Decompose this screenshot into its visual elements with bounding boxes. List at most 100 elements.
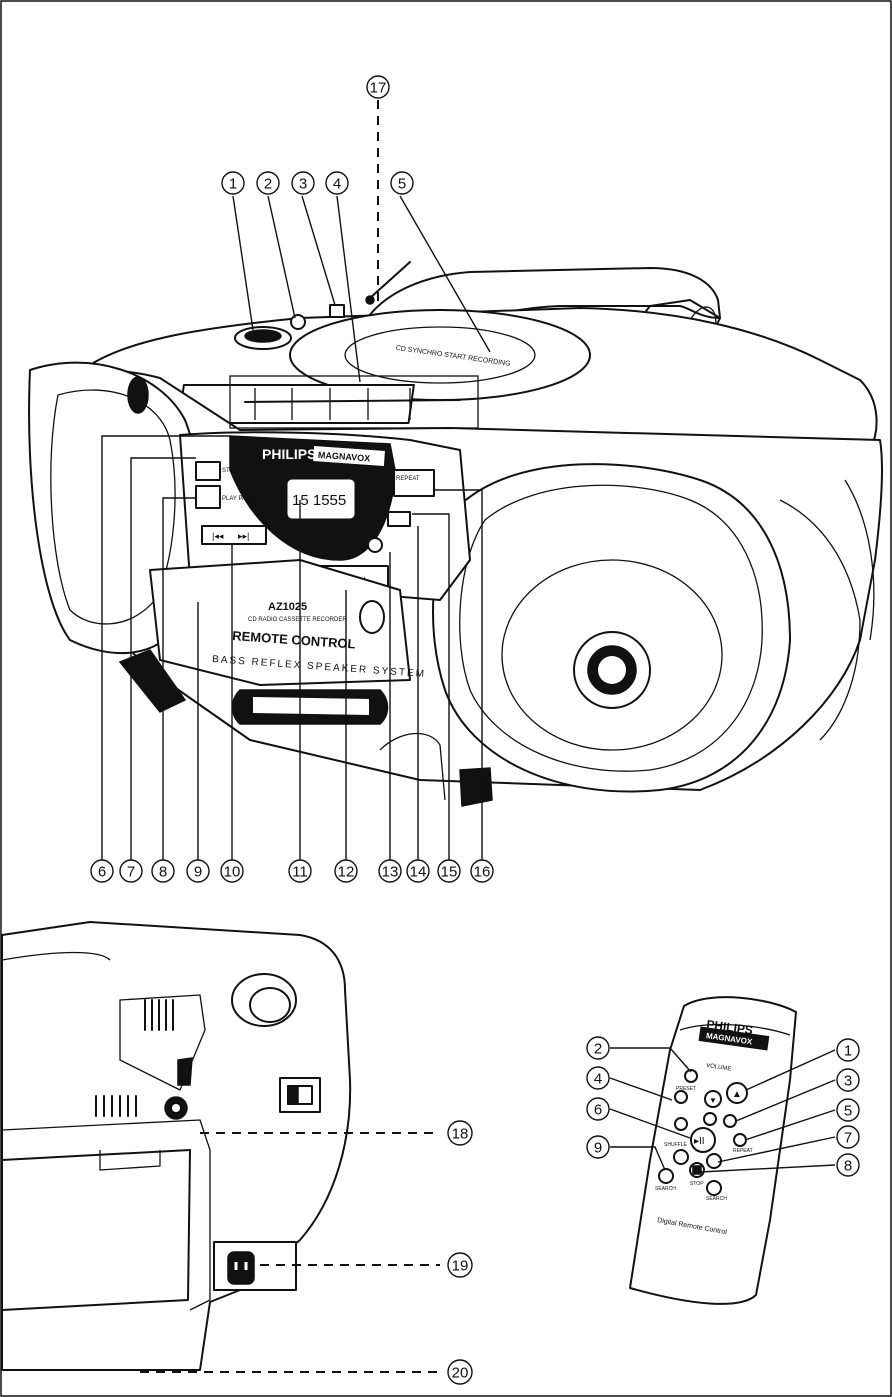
remote-preset-down-button <box>674 1090 688 1104</box>
side-view-illustration <box>1 921 352 1371</box>
svg-text:2: 2 <box>594 1041 602 1058</box>
svg-text:7: 7 <box>844 1130 852 1147</box>
svg-text:4: 4 <box>594 1071 602 1088</box>
repeat-label: REPEAT <box>396 476 420 482</box>
remote-volume-down-button <box>704 1090 722 1108</box>
svg-text:4: 4 <box>333 176 341 193</box>
remote-callout-3: 3 <box>836 1068 860 1092</box>
callout-7: 7 <box>119 859 143 883</box>
svg-text:2: 2 <box>264 176 272 193</box>
remote-shuffle-label: SHUFFLE <box>664 1142 687 1148</box>
callout-11: 11 <box>288 859 312 883</box>
left-foot <box>118 649 187 713</box>
skip-buttons <box>201 525 267 545</box>
cassette-compartment: AZ1025 CD RADIO CASSETTE RECORDER REMOTE… <box>149 559 426 725</box>
remote-callout-9: 9 <box>586 1135 610 1159</box>
remote-prev-button <box>703 1112 717 1126</box>
remote-search-back-button <box>658 1168 674 1184</box>
callout-10: 10 <box>220 859 244 883</box>
callout-3: 3 <box>291 171 315 195</box>
ac-socket <box>227 1251 255 1285</box>
control-panel: PHILIPS MAGNAVOX 15 1555 STOP PLAY PAUSE… <box>179 431 471 601</box>
svg-text:14: 14 <box>410 864 427 881</box>
lcd-display <box>287 479 355 519</box>
callout-9: 9 <box>186 859 210 883</box>
remote-repeat-label: REPEAT <box>733 1148 753 1154</box>
svg-text:3: 3 <box>299 176 307 193</box>
svg-text:15: 15 <box>441 864 458 881</box>
svg-text:5: 5 <box>844 1103 852 1120</box>
remote-search-right-label: SEARCH <box>706 1196 727 1202</box>
remote-play-pause-button <box>690 1127 716 1153</box>
main-leaders <box>101 195 491 860</box>
repeat-button <box>393 469 435 497</box>
svg-text:1: 1 <box>844 1043 852 1060</box>
remote-callout-8: 8 <box>836 1153 860 1177</box>
remote-callout-5: 5 <box>836 1098 860 1122</box>
svg-text:8: 8 <box>844 1158 852 1175</box>
stop-label: STOP <box>222 468 238 474</box>
volume-up-icon: ▲ <box>732 1089 742 1100</box>
remote-stop-label: STOP <box>690 1181 704 1187</box>
model-subtitle: CD RADIO CASSETTE RECORDER <box>248 617 347 623</box>
remote-skip-back-button <box>673 1149 689 1165</box>
prev-icon: |◂◂ <box>212 531 224 541</box>
callout-12: 12 <box>334 859 358 883</box>
callout-20: 20 <box>447 1359 473 1385</box>
remote-volume-up-button <box>726 1082 748 1104</box>
remote-preset-label: PRESET <box>676 1086 696 1092</box>
svg-text:5: 5 <box>398 176 406 193</box>
function-selector <box>329 304 345 318</box>
play-pause-icon: ▸II <box>694 1136 705 1147</box>
antenna-rod <box>369 261 411 299</box>
svg-text:9: 9 <box>594 1140 602 1157</box>
remote-callout-4: 4 <box>586 1066 610 1090</box>
callout-5: 5 <box>390 171 414 195</box>
svg-text:1: 1 <box>229 176 237 193</box>
remote-search-left-label: SEARCH <box>655 1186 676 1192</box>
svg-text:6: 6 <box>98 864 106 881</box>
svg-text:17: 17 <box>370 80 387 97</box>
speaker-side-contour <box>779 499 861 741</box>
callout-4: 4 <box>325 171 349 195</box>
brand-label: PHILIPS <box>262 446 316 462</box>
remote-shuffle-button <box>674 1117 688 1131</box>
svg-text:19: 19 <box>452 1258 469 1275</box>
remote-callout-6: 6 <box>586 1097 610 1121</box>
remote-volume-label: VOLUME <box>706 1063 732 1072</box>
svg-text:3: 3 <box>844 1073 852 1090</box>
callout-17: 17 <box>366 75 390 99</box>
remote-repeat-button <box>733 1133 747 1147</box>
search-button <box>367 537 383 553</box>
right-speaker <box>432 463 791 793</box>
callout-14: 14 <box>406 859 430 883</box>
band-button <box>290 314 306 330</box>
play-pause-button <box>195 485 221 509</box>
callout-16: 16 <box>470 859 494 883</box>
model-label: AZ1025 <box>268 601 307 613</box>
svg-text:8: 8 <box>159 864 167 881</box>
remote-next-button <box>723 1114 737 1128</box>
svg-text:16: 16 <box>474 864 491 881</box>
next-icon: ▸▸| <box>238 531 249 541</box>
svg-text:7: 7 <box>127 864 135 881</box>
battery-door <box>1 1149 191 1311</box>
play-pause-label: PLAY PAUSE <box>222 496 258 502</box>
remote-skip-forward-button <box>706 1153 722 1169</box>
callout-18: 18 <box>447 1120 473 1146</box>
callout-2: 2 <box>256 171 280 195</box>
svg-text:20: 20 <box>452 1365 469 1382</box>
callout-6: 6 <box>90 859 114 883</box>
remote-callout-7: 7 <box>836 1125 860 1149</box>
svg-text:18: 18 <box>452 1126 469 1143</box>
svg-text:9: 9 <box>194 864 202 881</box>
sub-brand-label: MAGNAVOX <box>318 450 371 464</box>
remote-leaders <box>609 1047 836 1173</box>
svg-text:11: 11 <box>292 864 308 881</box>
svg-text:6: 6 <box>594 1102 602 1119</box>
callout-15: 15 <box>437 859 461 883</box>
stop-button <box>195 461 221 481</box>
callout-1: 1 <box>221 171 245 195</box>
